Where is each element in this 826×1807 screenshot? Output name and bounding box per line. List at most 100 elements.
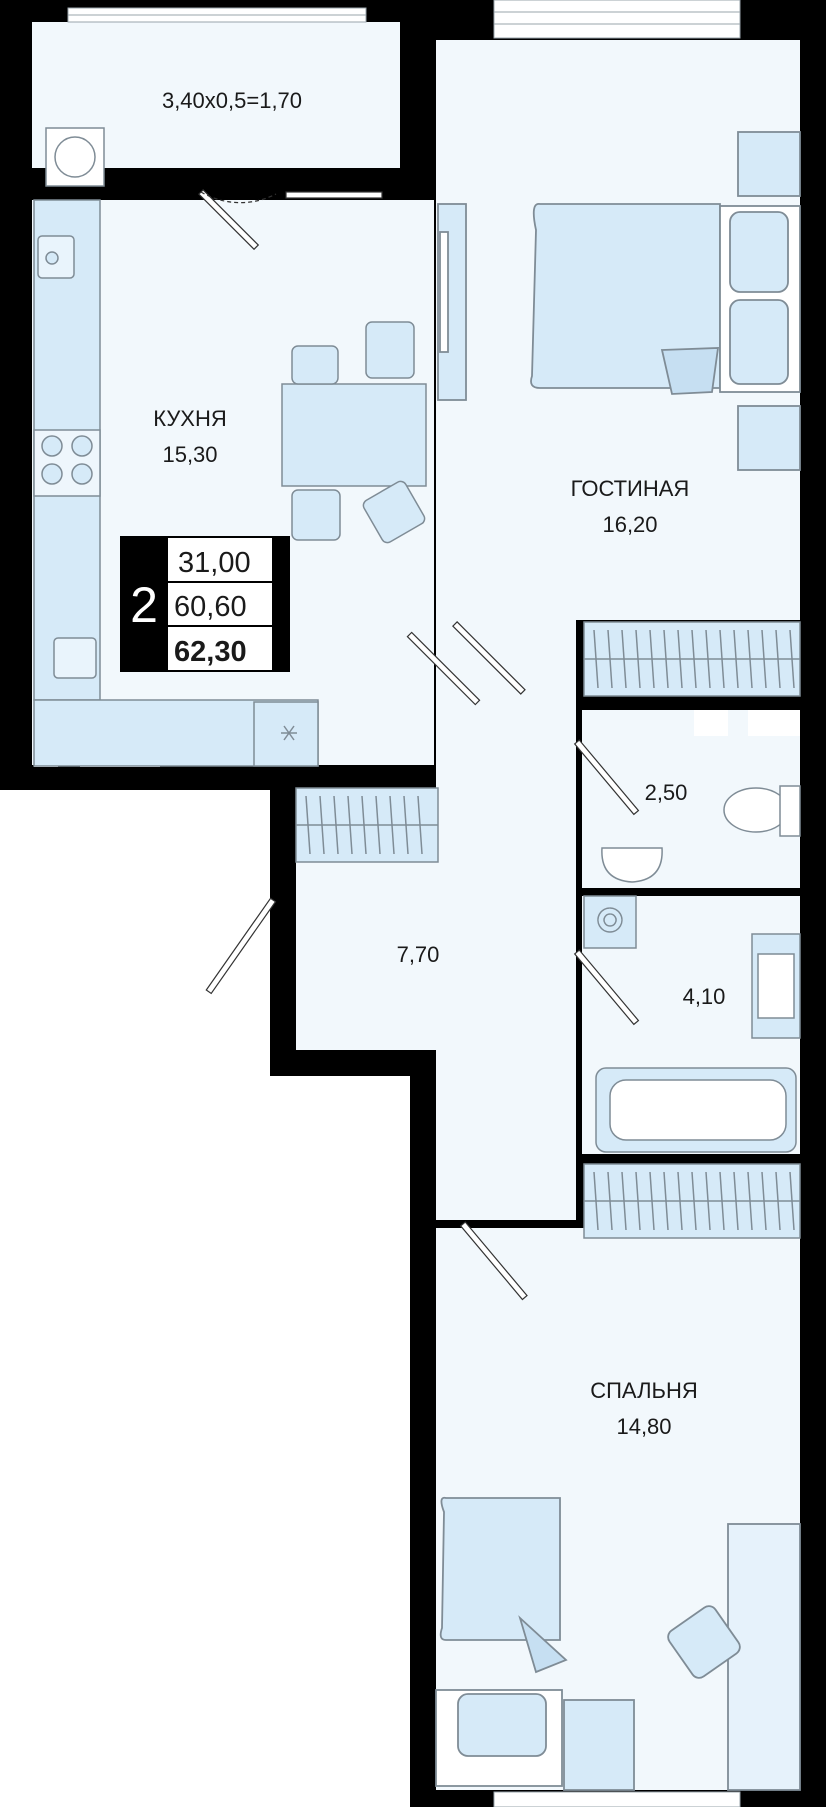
door-bath[interactable] xyxy=(573,949,640,1026)
bedroom-name: СПАЛЬНЯ xyxy=(590,1378,698,1403)
chair-1 xyxy=(291,345,339,385)
bath-area: 4,10 xyxy=(683,984,726,1009)
nightstand-top xyxy=(737,131,801,197)
hanger xyxy=(607,1171,613,1231)
hanger xyxy=(691,1171,697,1231)
hanger xyxy=(417,795,423,855)
hanger xyxy=(375,795,381,855)
door-wc[interactable] xyxy=(573,739,640,816)
bath-sink-basin xyxy=(757,953,795,1019)
hanger xyxy=(635,1171,641,1231)
chair-2 xyxy=(365,321,415,379)
bed-blanket-fold-2 xyxy=(518,1615,568,1674)
wc-fixtures xyxy=(601,785,801,883)
hanger xyxy=(747,629,753,689)
bedroom-area: 14,80 xyxy=(616,1414,671,1439)
balcony-label: 3,40x0,5=1,70 xyxy=(162,88,302,113)
door-balcony[interactable] xyxy=(198,189,383,251)
chair-4 xyxy=(362,480,426,544)
wc-vent-1 xyxy=(694,710,728,736)
hanger xyxy=(593,1171,599,1231)
hanger xyxy=(677,1171,683,1231)
nightstand-bottom xyxy=(737,405,801,471)
kitchen-sink-drain xyxy=(45,251,59,265)
living-area: 16,20 xyxy=(602,512,657,537)
hanger xyxy=(705,629,711,689)
bedside-table xyxy=(563,1699,635,1791)
info-box-values-bg xyxy=(168,538,272,670)
hanger xyxy=(347,795,353,855)
info-box: 2 31,00 60,60 62,30 xyxy=(120,536,290,672)
fridge xyxy=(253,701,319,767)
hanger xyxy=(733,1171,739,1231)
hanger xyxy=(649,1171,655,1231)
bath-fixtures xyxy=(583,895,801,1153)
hall-area: 7,70 xyxy=(397,942,440,967)
hanger xyxy=(775,629,781,689)
hall-corridor-floor xyxy=(436,620,576,1220)
hanger xyxy=(761,1171,767,1231)
door-bedroom[interactable] xyxy=(459,1221,528,1301)
hanger xyxy=(705,1171,711,1231)
hanger xyxy=(691,629,697,689)
hanger xyxy=(649,629,655,689)
door-living[interactable] xyxy=(452,621,526,695)
hanger xyxy=(775,1171,781,1231)
hanger xyxy=(789,629,795,689)
info-living-area: 31,00 xyxy=(178,547,251,579)
hanger xyxy=(333,795,339,855)
hanger xyxy=(761,629,767,689)
hanger xyxy=(635,629,641,689)
wc-area: 2,50 xyxy=(645,780,688,805)
bedroom-window xyxy=(493,1791,741,1807)
tv xyxy=(439,231,449,353)
hanger xyxy=(361,795,367,855)
fridge-icon xyxy=(281,725,297,741)
bed-pillow xyxy=(457,1693,547,1757)
toilet xyxy=(723,787,789,833)
chair-3 xyxy=(291,489,341,541)
hanger xyxy=(319,795,325,855)
hanger xyxy=(719,1171,725,1231)
hanger xyxy=(305,795,311,855)
hanger xyxy=(747,1171,753,1231)
bedroom-furniture xyxy=(435,1496,801,1791)
hanger xyxy=(733,629,739,689)
doors[interactable] xyxy=(198,189,640,1301)
door-kitchen[interactable] xyxy=(406,631,481,706)
door-entrance[interactable] xyxy=(205,897,277,995)
pillow-1 xyxy=(729,211,789,293)
hanger xyxy=(621,629,627,689)
hanger xyxy=(607,629,613,689)
wc-sink xyxy=(601,847,663,883)
hanger xyxy=(389,795,395,855)
room-labels: 3,40x0,5=1,70 КУХНЯ 15,30 ГОСТИНАЯ 16,20… xyxy=(153,88,725,1439)
living-furniture xyxy=(437,131,801,471)
pillow-2 xyxy=(729,299,789,385)
living-name: ГОСТИНАЯ xyxy=(571,476,690,501)
toilet-tank xyxy=(779,785,801,837)
bedroom-bed xyxy=(439,1496,561,1641)
kitchen-furniture xyxy=(33,127,427,767)
living-bed xyxy=(530,203,721,389)
washing-machine-2 xyxy=(583,895,637,949)
hanger xyxy=(621,1171,627,1231)
desk xyxy=(727,1523,801,1791)
wardrobe-hangers xyxy=(296,629,800,1231)
hanger xyxy=(789,1171,795,1231)
kitchen-area: 15,30 xyxy=(162,442,217,467)
kitchen-name: КУХНЯ xyxy=(153,406,227,431)
living-window xyxy=(493,0,741,39)
bed-blanket-fold xyxy=(660,347,720,395)
desk-chair xyxy=(667,1605,741,1679)
dining-table xyxy=(281,383,427,487)
hanger xyxy=(663,1171,669,1231)
kitchen-sink-2 xyxy=(53,637,97,679)
hanger xyxy=(663,629,669,689)
wc-vent-2 xyxy=(748,710,800,736)
hanger xyxy=(593,629,599,689)
info-total-with-balcony: 62,30 xyxy=(174,636,247,668)
hanger xyxy=(403,795,409,855)
info-rooms-count: 2 xyxy=(130,577,158,633)
